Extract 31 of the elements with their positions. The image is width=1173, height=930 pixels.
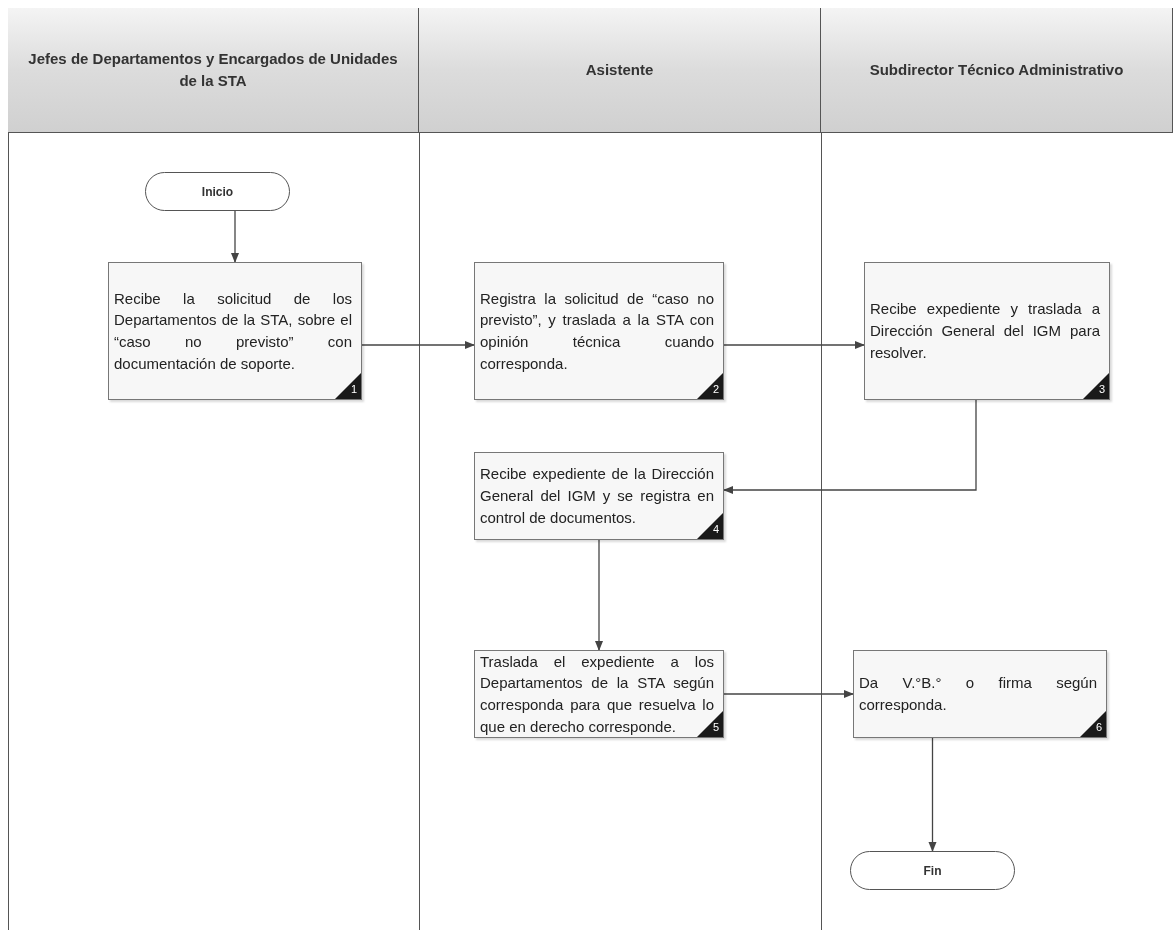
lane-title: Asistente: [585, 60, 654, 81]
arrow: [928, 737, 937, 852]
lane-title: Subdirector Técnico Administrativo: [869, 60, 1124, 81]
arrow: [723, 341, 865, 349]
step-number: 3: [1083, 373, 1109, 399]
step-text: Registra la solicitud de “caso no previsto”, y traslada a la STA con opinión técnica cuando corresponda.: [480, 288, 714, 374]
step-number: 4: [697, 513, 723, 539]
step-number: 2: [697, 373, 723, 399]
process-box: [474, 262, 724, 400]
step-number: 1: [335, 373, 361, 399]
step-number: 6: [1080, 711, 1106, 737]
process-box: [864, 262, 1110, 400]
terminator: [145, 172, 290, 211]
arrow: [361, 341, 475, 349]
lane-header: [8, 8, 419, 133]
lane-title: Jefes de Departamentos y Encargados de Unidades de la STA: [27, 49, 399, 91]
lane-header: [821, 8, 1173, 133]
process-box: [474, 452, 724, 540]
terminator-label: Fin: [923, 862, 942, 880]
arrow: [231, 210, 239, 263]
arrow: [595, 539, 603, 651]
step-number: 5: [697, 711, 723, 737]
terminator: [850, 851, 1015, 890]
process-box: [108, 262, 362, 400]
step-text: Recibe la solicitud de los Departamentos de la STA, sobre el “caso no previsto” con documentación de soporte.: [114, 288, 352, 374]
process-box: [853, 650, 1107, 738]
terminator-label: Inicio: [201, 183, 234, 201]
lane-header: [419, 8, 821, 133]
step-text: Recibe expediente y traslada a Dirección General del IGM para resolver.: [870, 299, 1100, 363]
arrow: [723, 399, 977, 494]
arrow: [723, 690, 854, 698]
